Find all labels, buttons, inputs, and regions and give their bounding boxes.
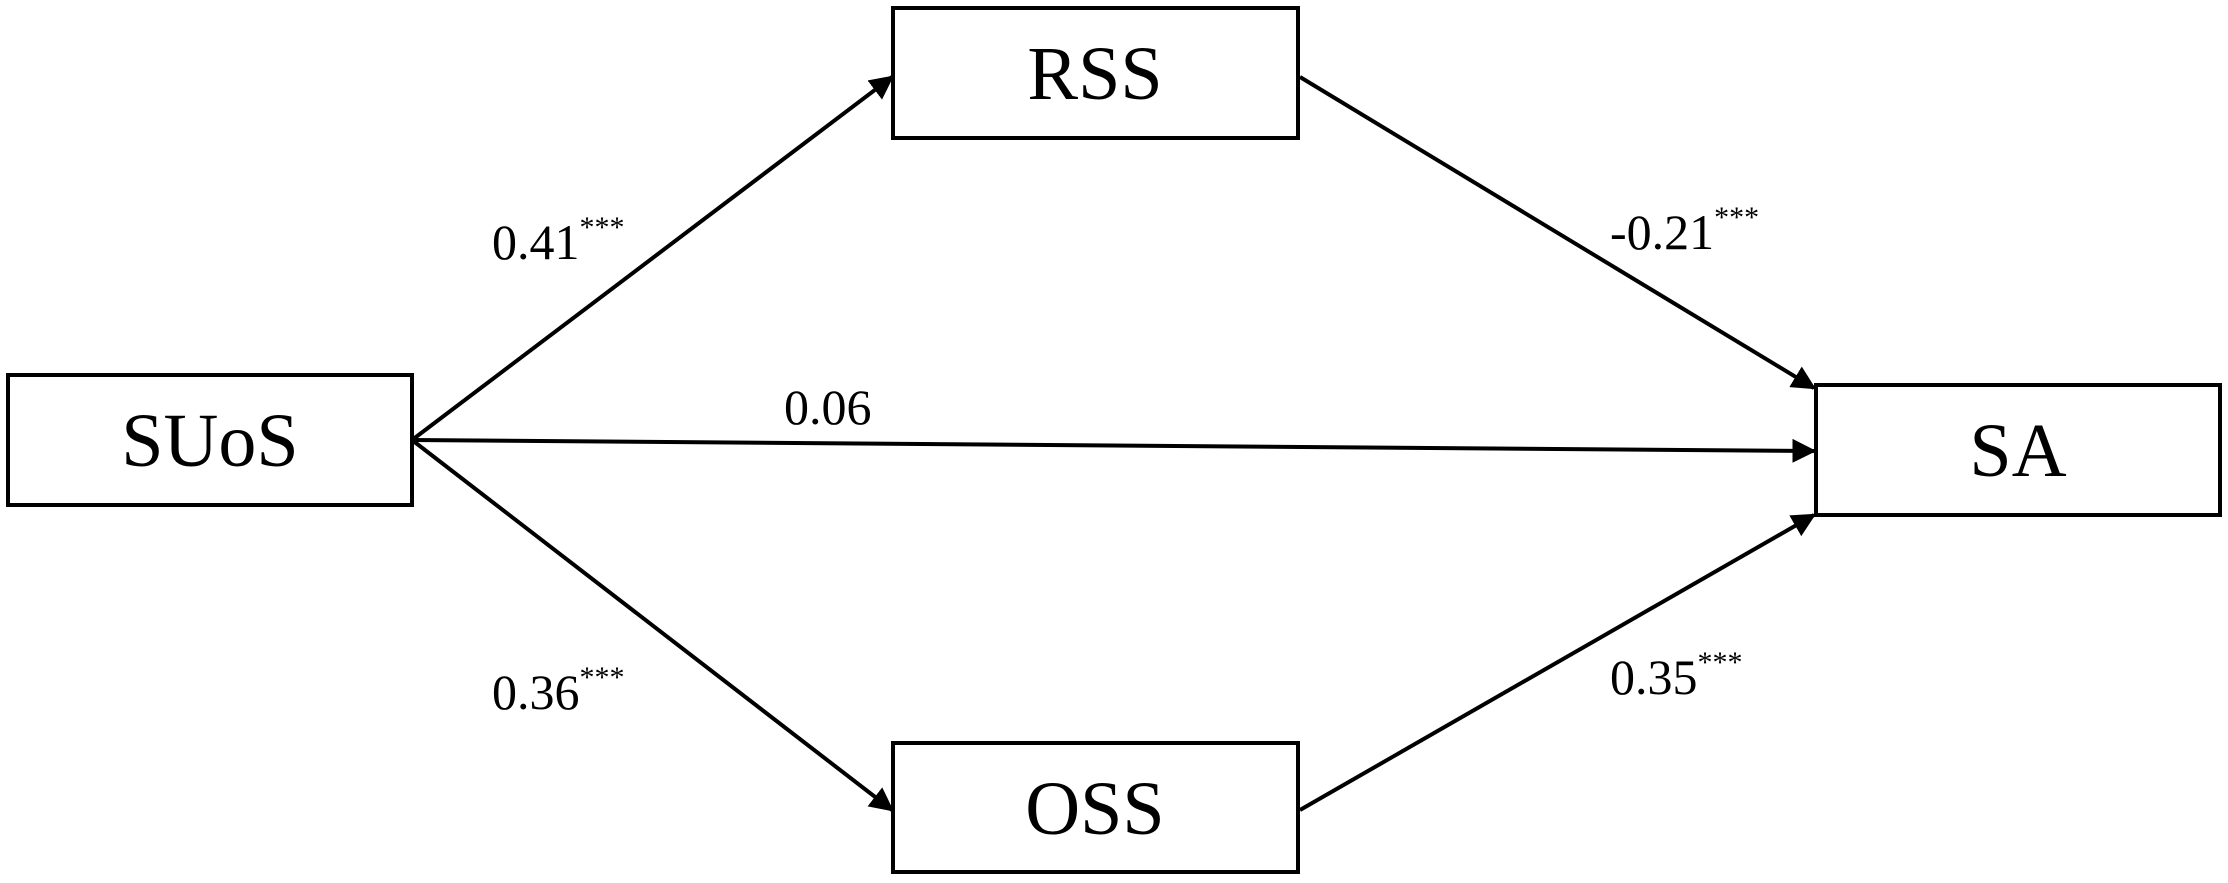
path-arrow-suos-to-sa bbox=[411, 438, 1817, 463]
coef-suos-rss: 0.41*** bbox=[492, 211, 625, 270]
node-rss-label: RSS bbox=[1027, 32, 1162, 116]
path-arrow-rss-to-sa bbox=[1298, 75, 1817, 390]
node-sa-label: SA bbox=[1969, 409, 2066, 493]
coef-rss-sa: -0.21*** bbox=[1610, 201, 1759, 260]
coef-suos-oss-value: 0.36 bbox=[492, 664, 580, 720]
node-suos-label: SUoS bbox=[121, 399, 298, 483]
node-suos: SUoS bbox=[6, 373, 414, 507]
coef-suos-rss-value: 0.41 bbox=[492, 214, 580, 270]
coef-suos-sa: 0.06 bbox=[784, 379, 872, 435]
coef-oss-sa: 0.35*** bbox=[1610, 646, 1743, 705]
node-rss: RSS bbox=[891, 6, 1300, 140]
coef-oss-sa-value: 0.35 bbox=[1610, 649, 1698, 705]
coef-suos-oss-sig: *** bbox=[580, 661, 625, 694]
path-arrow-suos-to-oss bbox=[410, 438, 894, 812]
coef-rss-sa-sig: *** bbox=[1714, 201, 1759, 234]
node-sa: SA bbox=[1814, 383, 2222, 517]
path-arrow-oss-to-sa bbox=[1299, 513, 1817, 812]
coef-rss-sa-value: -0.21 bbox=[1610, 204, 1714, 260]
node-oss: OSS bbox=[891, 741, 1300, 874]
coef-suos-rss-sig: *** bbox=[580, 211, 625, 244]
coef-suos-sa-value: 0.06 bbox=[784, 379, 872, 435]
node-oss-label: OSS bbox=[1025, 767, 1164, 851]
coef-suos-oss: 0.36*** bbox=[492, 661, 625, 720]
coef-oss-sa-sig: *** bbox=[1698, 646, 1743, 679]
path-arrow-suos-to-rss bbox=[410, 75, 894, 442]
